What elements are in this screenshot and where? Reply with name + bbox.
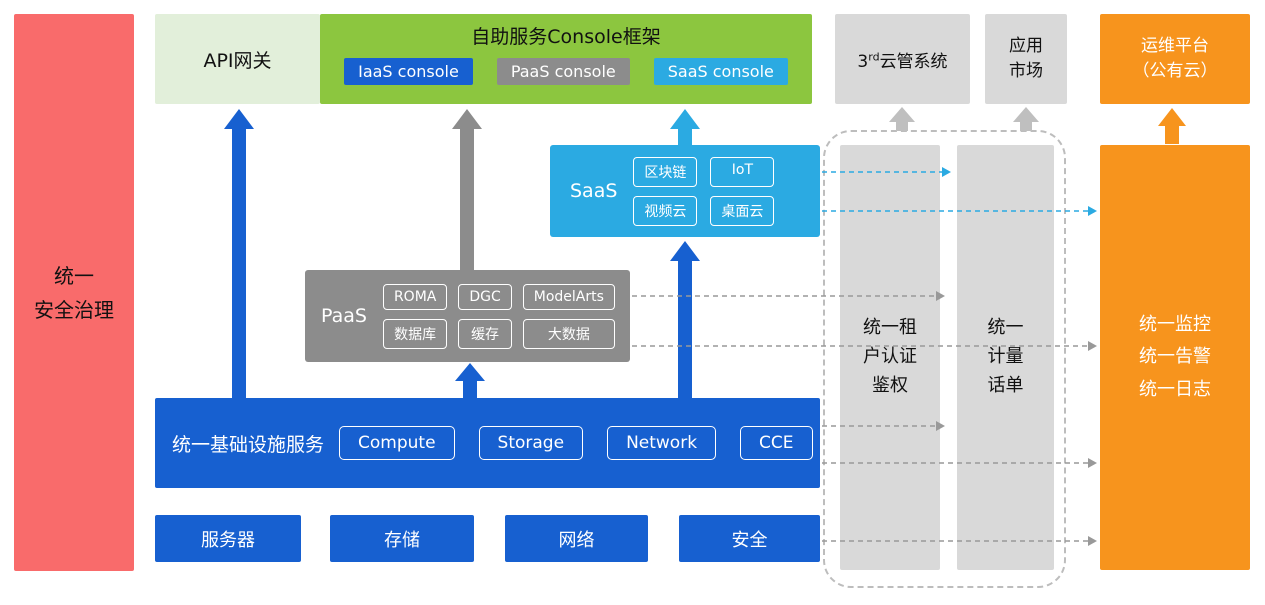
- third-party-cloud-num: 3: [857, 51, 869, 72]
- saas-item-iot: IoT: [710, 156, 775, 187]
- third-party-cloud-rest: 云管系统: [879, 51, 948, 72]
- arrow-monitoring-to-om-platform: [1158, 108, 1186, 144]
- iaas-console-box: IaaS console: [344, 58, 473, 85]
- paas-item-database: 数据库: [382, 318, 448, 349]
- paas-item-dgc: DGC: [458, 283, 512, 310]
- paas-item-modelarts: ModelArts: [522, 283, 615, 310]
- console-framework-box: 自助服务Console框架 IaaS console PaaS console …: [320, 14, 812, 104]
- arrow-infra-to-api-gateway: [224, 109, 254, 398]
- hardware-security-box: 安全: [679, 515, 820, 562]
- saas-item-blockchain: 区块链: [633, 156, 698, 187]
- saas-console-box: SaaS console: [653, 58, 788, 85]
- infra-item-cce: CCE: [740, 426, 813, 460]
- paas-console-box: PaaS console: [496, 58, 630, 85]
- arrow-infra-to-paas: [455, 363, 485, 398]
- paas-item-cache: 缓存: [458, 318, 512, 349]
- saas-item-video-cloud: 视频云: [633, 195, 698, 226]
- hardware-network-box: 网络: [505, 515, 648, 562]
- monitoring-bar: 统一监控 统一告警 统一日志: [1100, 145, 1250, 570]
- paas-item-bigdata: 大数据: [522, 318, 615, 349]
- arrow-paas-to-console: [452, 109, 482, 270]
- arrow-saas-to-console: [670, 109, 700, 145]
- app-market-box: 应用 市场: [985, 14, 1067, 104]
- infrastructure-box: 统一基础设施服务 Compute Storage Network CCE: [155, 398, 820, 488]
- shared-services-dashed-frame: [823, 130, 1066, 588]
- infra-item-compute: Compute: [339, 426, 455, 460]
- om-platform-box: 运维平台 （公有云）: [1100, 14, 1250, 104]
- arrow-to-third-party-cloud: [889, 107, 915, 131]
- api-gateway-box: API网关: [155, 14, 320, 104]
- saas-item-desktop-cloud: 桌面云: [710, 195, 775, 226]
- saas-items: 区块链 IoT 视频云 桌面云: [633, 156, 775, 226]
- infrastructure-items: Compute Storage Network CCE: [339, 426, 813, 460]
- saas-box: SaaS 区块链 IoT 视频云 桌面云: [550, 145, 820, 237]
- arrow-infra-to-saas: [670, 241, 700, 398]
- security-governance-bar: 统一 安全治理: [14, 14, 134, 571]
- paas-box: PaaS ROMA DGC ModelArts 数据库 缓存 大数据: [305, 270, 630, 362]
- infra-item-network: Network: [607, 426, 717, 460]
- paas-item-roma: ROMA: [382, 283, 448, 310]
- third-party-cloud-box: 3rd云管系统: [835, 14, 970, 104]
- console-row: IaaS console PaaS console SaaS console: [344, 58, 788, 85]
- console-framework-title: 自助服务Console框架: [471, 26, 661, 48]
- paas-items: ROMA DGC ModelArts 数据库 缓存 大数据: [382, 283, 615, 349]
- third-party-cloud-label: 3rd云管系统: [857, 47, 947, 72]
- paas-label: PaaS: [321, 305, 367, 327]
- infra-item-storage: Storage: [478, 426, 584, 460]
- saas-label: SaaS: [570, 180, 618, 202]
- infrastructure-label: 统一基础设施服务: [172, 433, 325, 456]
- hardware-server-box: 服务器: [155, 515, 301, 562]
- tenant-auth-bar: 统一租 户认证 鉴权: [840, 145, 940, 570]
- third-party-cloud-sup: rd: [868, 49, 880, 63]
- arrow-to-app-market: [1013, 107, 1039, 131]
- metering-bar: 统一 计量 话单: [957, 145, 1054, 570]
- hardware-storage-box: 存储: [330, 515, 474, 562]
